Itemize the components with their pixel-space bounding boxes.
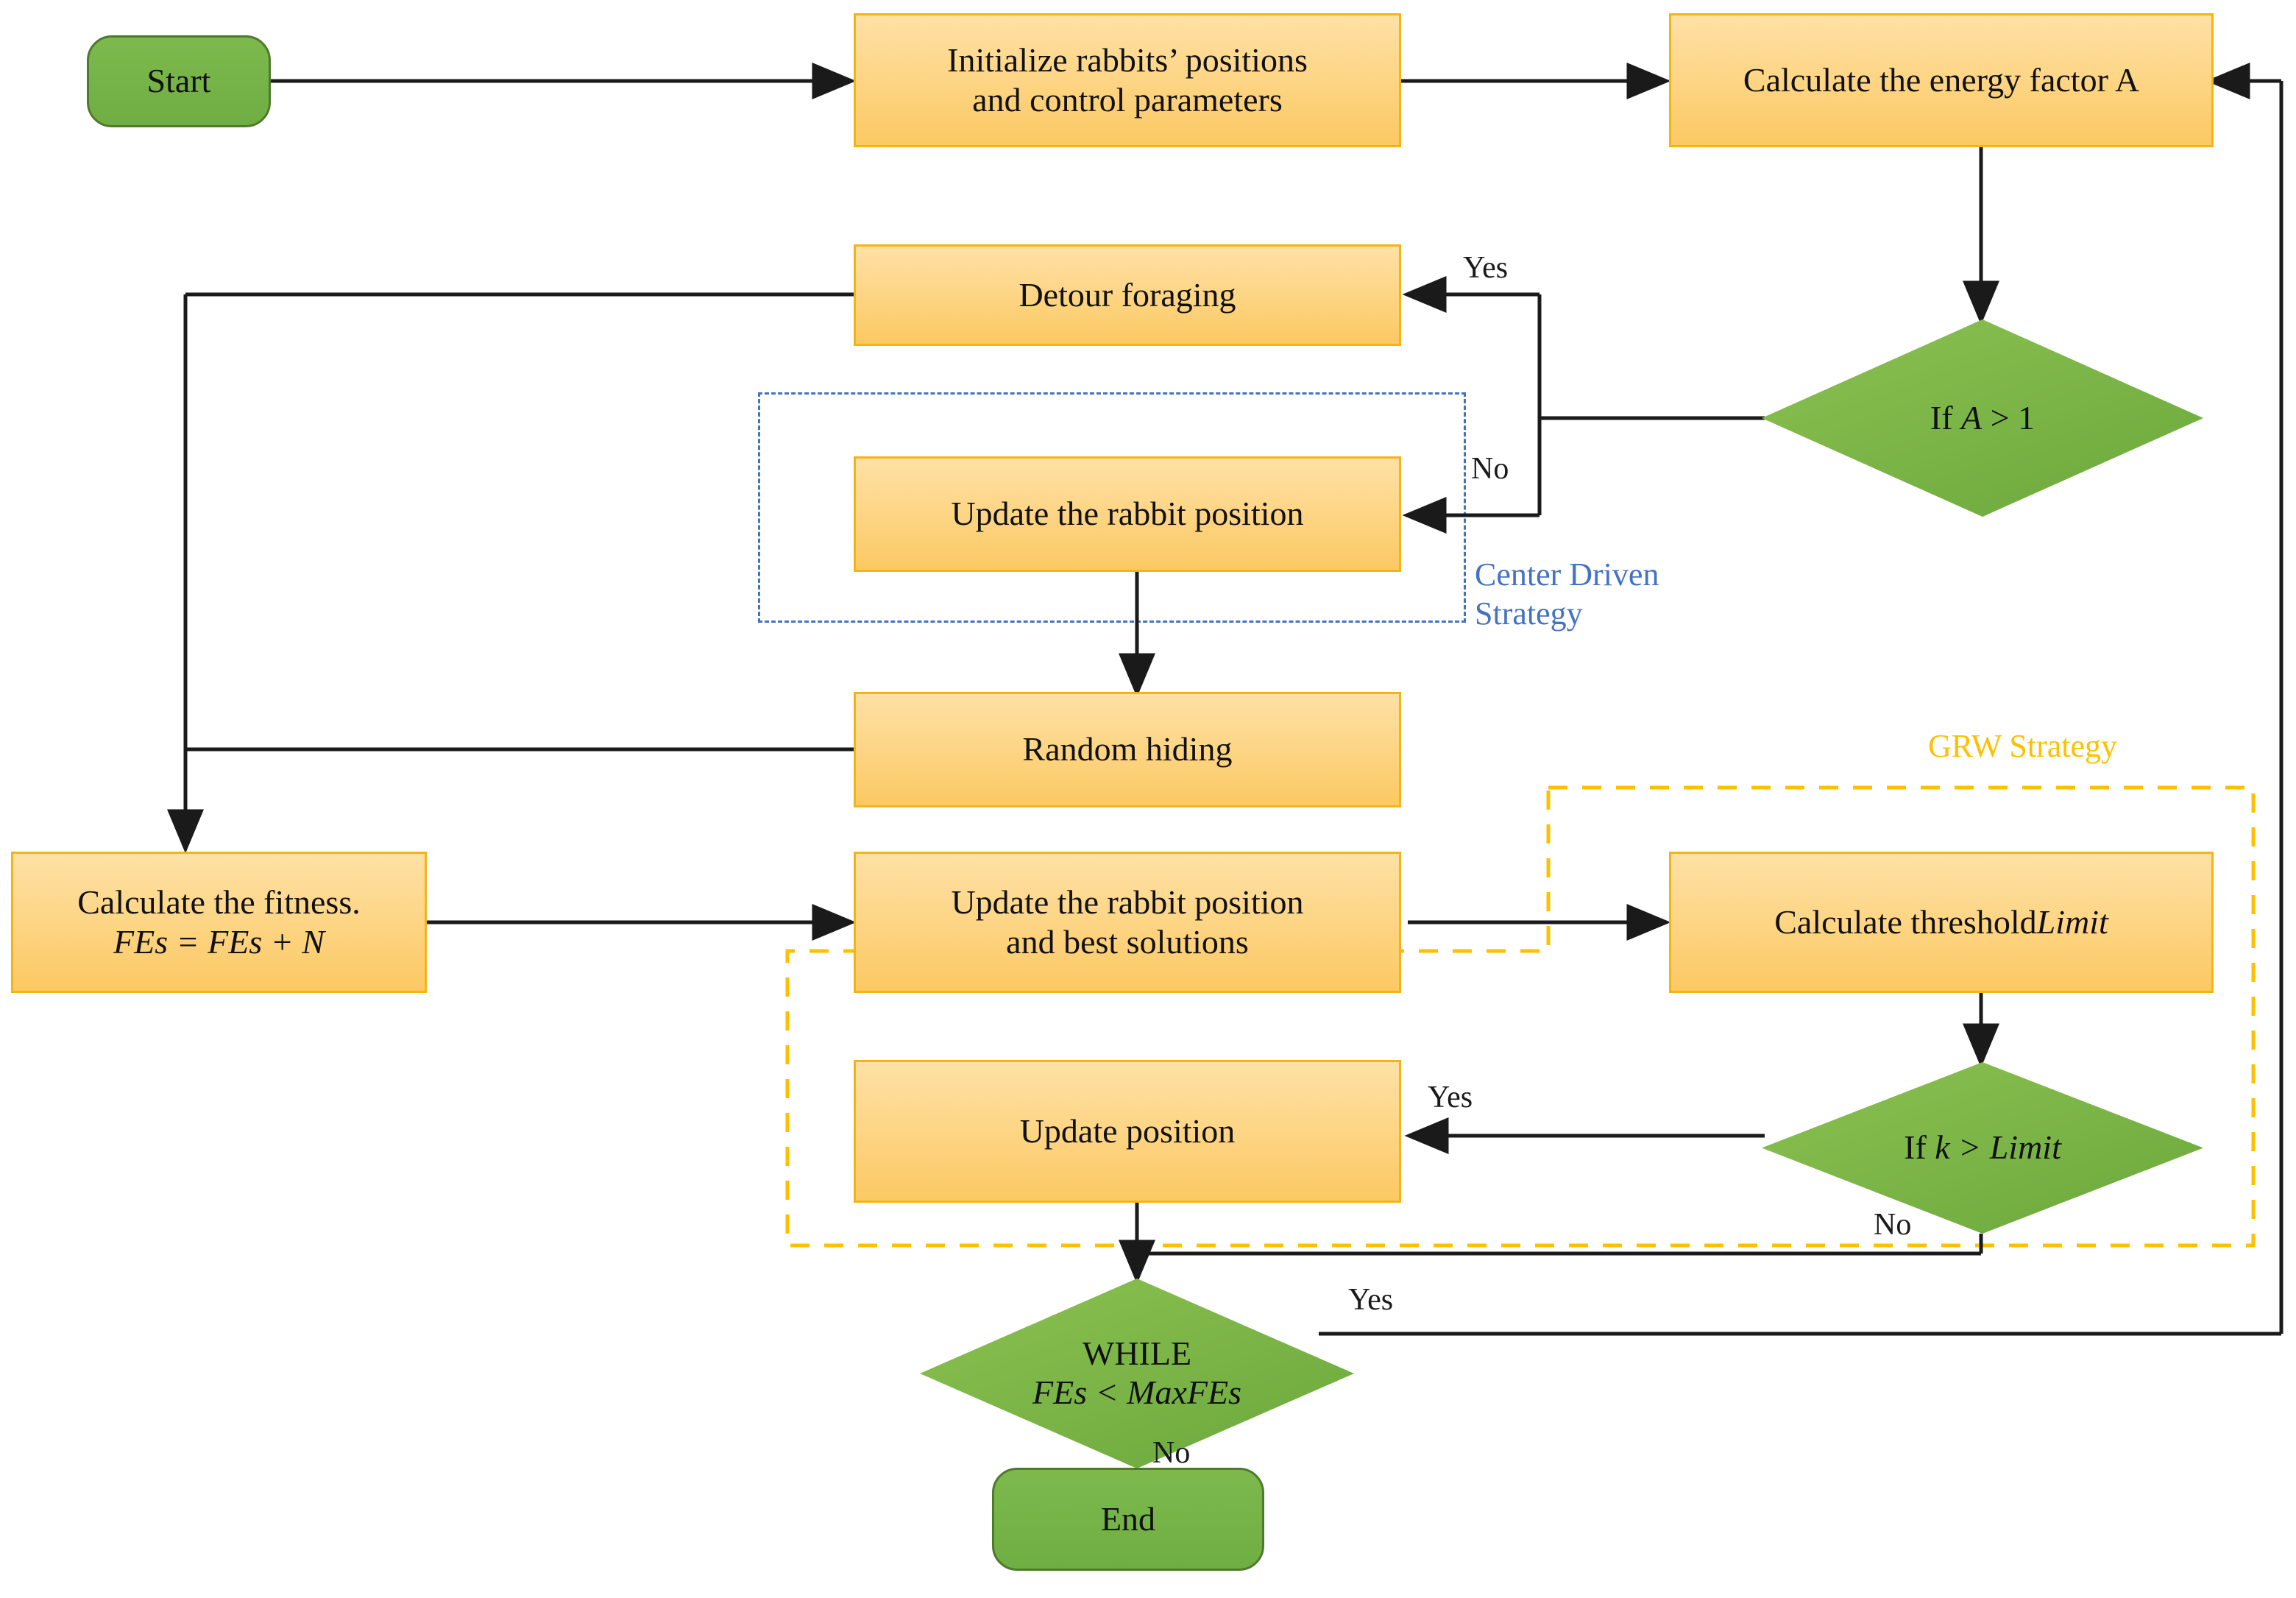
edge-label-ifk-no: No bbox=[1874, 1208, 1912, 1242]
node-update-best-solutions-label-line1: Update the rabbit position bbox=[951, 883, 1304, 921]
node-decision-if-a-greater-1[interactable]: If A > 1 bbox=[1762, 319, 2203, 517]
edge-label-ifa-yes: Yes bbox=[1463, 251, 1509, 285]
node-update-position-label: Update position bbox=[1019, 1111, 1236, 1150]
node-calculate-energy-factor-label: Calculate the energy factor A bbox=[1743, 60, 2140, 99]
annotation-grw-strategy: GRW Strategy bbox=[1928, 728, 2118, 764]
if-a-variable: A bbox=[1961, 398, 1983, 436]
node-calculate-threshold-variable: Limit bbox=[2036, 902, 2108, 941]
node-detour-foraging[interactable]: Detour foraging bbox=[854, 244, 1401, 346]
annotation-center-driven-strategy: Center Driven Strategy bbox=[1475, 556, 1718, 634]
if-a-prefix: If bbox=[1930, 398, 1962, 436]
edge-label-while-yes: Yes bbox=[1348, 1283, 1394, 1317]
node-decision-if-k-greater-limit[interactable]: If k > Limit bbox=[1762, 1062, 2203, 1234]
edge-label-while-no: No bbox=[1152, 1436, 1191, 1470]
node-initialize-label-line1: Initialize rabbits’ positions bbox=[947, 40, 1308, 79]
node-update-rabbit-position[interactable]: Update the rabbit position bbox=[854, 456, 1401, 572]
node-initialize[interactable]: Initialize rabbits’ positions and contro… bbox=[854, 13, 1401, 147]
node-detour-foraging-label: Detour foraging bbox=[1018, 275, 1236, 314]
node-update-rabbit-position-label: Update the rabbit position bbox=[951, 495, 1304, 533]
node-calculate-threshold-limit[interactable]: Calculate threshold Limit bbox=[1669, 852, 2214, 993]
node-random-hiding[interactable]: Random hiding bbox=[854, 692, 1401, 807]
node-decision-if-a-label: If A > 1 bbox=[1762, 399, 2203, 438]
node-start-label: Start bbox=[146, 62, 211, 100]
node-calculate-fitness-formula: FEs = FEs + N bbox=[113, 923, 325, 961]
node-random-hiding-label: Random hiding bbox=[1022, 730, 1233, 768]
while-condition: FEs < MaxFEs bbox=[1032, 1373, 1241, 1411]
while-keyword: WHILE bbox=[1082, 1334, 1192, 1373]
node-calculate-threshold-prefix: Calculate threshold bbox=[1774, 902, 2037, 941]
edge-label-ifa-no: No bbox=[1471, 452, 1509, 486]
if-a-tail: > 1 bbox=[1982, 398, 2035, 436]
node-decision-while-label: WHILE FEs < MaxFEs bbox=[920, 1334, 1354, 1413]
node-update-best-solutions-label-line2: and best solutions bbox=[1006, 923, 1249, 961]
edge-label-ifk-yes: Yes bbox=[1428, 1081, 1473, 1114]
node-decision-if-k-label: If k > Limit bbox=[1762, 1128, 2203, 1167]
node-start[interactable]: Start bbox=[87, 35, 271, 127]
node-initialize-label-line2: and control parameters bbox=[972, 81, 1283, 119]
center-driven-strategy-region bbox=[758, 392, 1466, 623]
center-driven-line1: Center Driven bbox=[1475, 556, 1659, 593]
center-driven-line2: Strategy bbox=[1475, 595, 1583, 632]
if-k-expression: k > Limit bbox=[1935, 1128, 2061, 1167]
node-end-label: End bbox=[1100, 1499, 1156, 1538]
if-k-prefix: If bbox=[1904, 1128, 1935, 1167]
node-decision-while[interactable]: WHILE FEs < MaxFEs bbox=[920, 1279, 1354, 1468]
node-calculate-fitness-label-line1: Calculate the fitness. bbox=[77, 883, 361, 921]
node-calculate-energy-factor[interactable]: Calculate the energy factor A bbox=[1669, 13, 2214, 147]
node-update-best-solutions[interactable]: Update the rabbit position and best solu… bbox=[854, 852, 1401, 993]
node-update-position[interactable]: Update position bbox=[854, 1060, 1401, 1203]
node-end[interactable]: End bbox=[992, 1468, 1264, 1571]
node-calculate-fitness[interactable]: Calculate the fitness. FEs = FEs + N bbox=[11, 852, 427, 993]
